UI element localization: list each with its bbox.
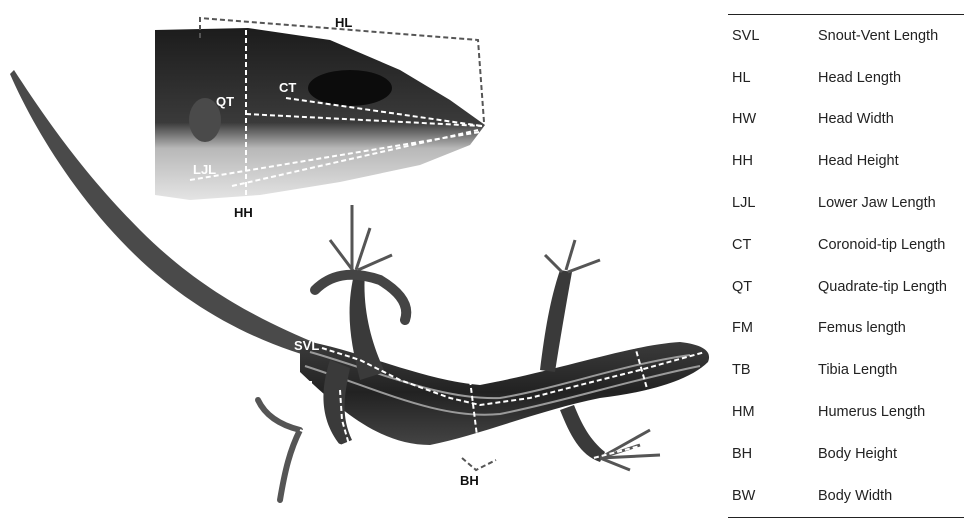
legend-full-name: Body Height	[818, 446, 897, 462]
legend-abbr: LJL	[728, 195, 818, 211]
legend-bottom-rule	[728, 517, 964, 518]
legend-abbr: HL	[728, 70, 818, 86]
legend-full-name: Femus length	[818, 320, 906, 336]
label-hw: HW	[604, 318, 626, 333]
head-eye	[308, 70, 392, 106]
label-hl: HL	[335, 15, 352, 30]
label-tb: TB	[326, 454, 343, 469]
label-rd: RD	[598, 464, 617, 479]
legend-abbr: TB	[728, 362, 818, 378]
label-hm: HM	[536, 444, 556, 459]
legend-abbr: FM	[728, 320, 818, 336]
legend-abbr: SVL	[728, 28, 818, 44]
legend-full-name: Humerus Length	[818, 404, 925, 420]
legend-full-name: Lower Jaw Length	[818, 195, 936, 211]
legend-abbr: HH	[728, 153, 818, 169]
legend-full-name: Head Height	[818, 153, 899, 169]
legend-full-name: Quadrate-tip Length	[818, 279, 947, 295]
label-bh: BH	[460, 473, 479, 488]
label-fm: FM	[294, 378, 313, 393]
label-bw: BW	[456, 366, 478, 381]
legend-abbr: BH	[728, 446, 818, 462]
legend-abbr: CT	[728, 237, 818, 253]
legend-abbr: HM	[728, 404, 818, 420]
label-svl: SVL	[294, 338, 319, 353]
front-right-leg	[540, 270, 572, 372]
label-ljl: LJL	[193, 162, 216, 177]
label-hh: HH	[234, 205, 253, 220]
label-ct: CT	[279, 80, 296, 95]
legend-abbr: HW	[728, 111, 818, 127]
label-qt: QT	[216, 94, 234, 109]
legend-full-name: Body Width	[818, 488, 892, 504]
legend-full-name: Coronoid-tip Length	[818, 237, 945, 253]
legend-full-name: Head Length	[818, 70, 901, 86]
legend-full-name: Tibia Length	[818, 362, 897, 378]
legend-full-name: Snout-Vent Length	[818, 28, 938, 44]
legend-full-name: Head Width	[818, 111, 894, 127]
legend-abbr: BW	[728, 488, 818, 504]
legend-abbr: QT	[728, 279, 818, 295]
